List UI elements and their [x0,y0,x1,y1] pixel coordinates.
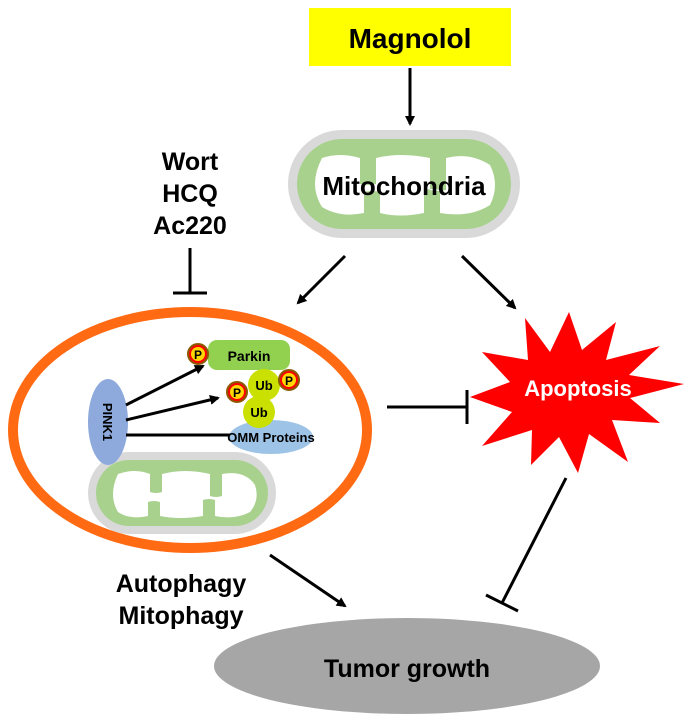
ub-bottom-label: Ub [250,405,267,420]
ubiquitin-chain: Ub Ub [243,369,280,428]
phospho-ub-left: P [226,381,248,403]
parkin-shape [208,340,290,370]
ub-top [248,369,280,401]
omm-node: OMM Proteins [227,420,315,454]
pink1-label: PINK1 [100,403,115,441]
ub-top-label: Ub [255,378,272,393]
magnolol-label: Magnolol [349,23,472,54]
inhibitor-ac220: Ac220 [153,212,227,240]
omm-label: OMM Proteins [227,430,314,445]
apoptosis-node: Apoptosis [470,312,684,473]
inhibition-bar-inhibitors [173,248,207,295]
inhibition-bar-autophagy-apoptosis [387,390,469,424]
tumor-ellipse [214,618,600,714]
pink1-shape [88,379,128,465]
phospho-label-ub-left: P [233,386,241,400]
magnolol-node: Magnolol [309,8,511,66]
tumor-growth-node: Tumor growth [214,618,600,714]
phospho-label-parkin: P [194,348,202,362]
parkin-label: Parkin [228,348,271,364]
apoptosis-label: Apoptosis [524,376,632,401]
engulfed-mitochondria [88,452,276,534]
arrow-mito-to-autophagy [296,254,347,305]
arrow-mito-to-apoptosis [460,254,517,310]
inhibitor-list: Wort HCQ Ac220 [153,148,227,240]
parkin-node: Parkin [208,340,290,370]
mitochondria-label: Mitochondria [322,171,486,201]
magnolol-box [309,8,511,66]
ub-bottom [243,396,275,428]
tumor-label: Tumor growth [324,655,490,683]
inhibitor-hcq: HCQ [162,180,218,208]
inhibitor-wort: Wort [162,148,219,176]
inhibition-bar-apoptosis-tumor [485,477,568,613]
arrow-pink1-to-parkin [125,364,205,407]
arrow-pink1-to-ub [125,394,220,422]
arrow-autophagy-to-tumor [269,553,347,608]
pink1-node: PINK1 [88,379,128,465]
apoptosis-star [470,312,684,473]
mito-cristae [315,155,495,216]
omm-shape [229,420,313,454]
phospho-ub-right: P [278,369,300,391]
autophagy-label: Autophagy [116,570,247,598]
mitophagy-label: Mitophagy [119,602,244,630]
phospho-parkin: P [187,343,209,365]
engulfed-mito-cristae [113,471,257,518]
mitochondria-node: Mitochondria [288,130,520,238]
phospho-label-ub-right: P [285,374,293,388]
